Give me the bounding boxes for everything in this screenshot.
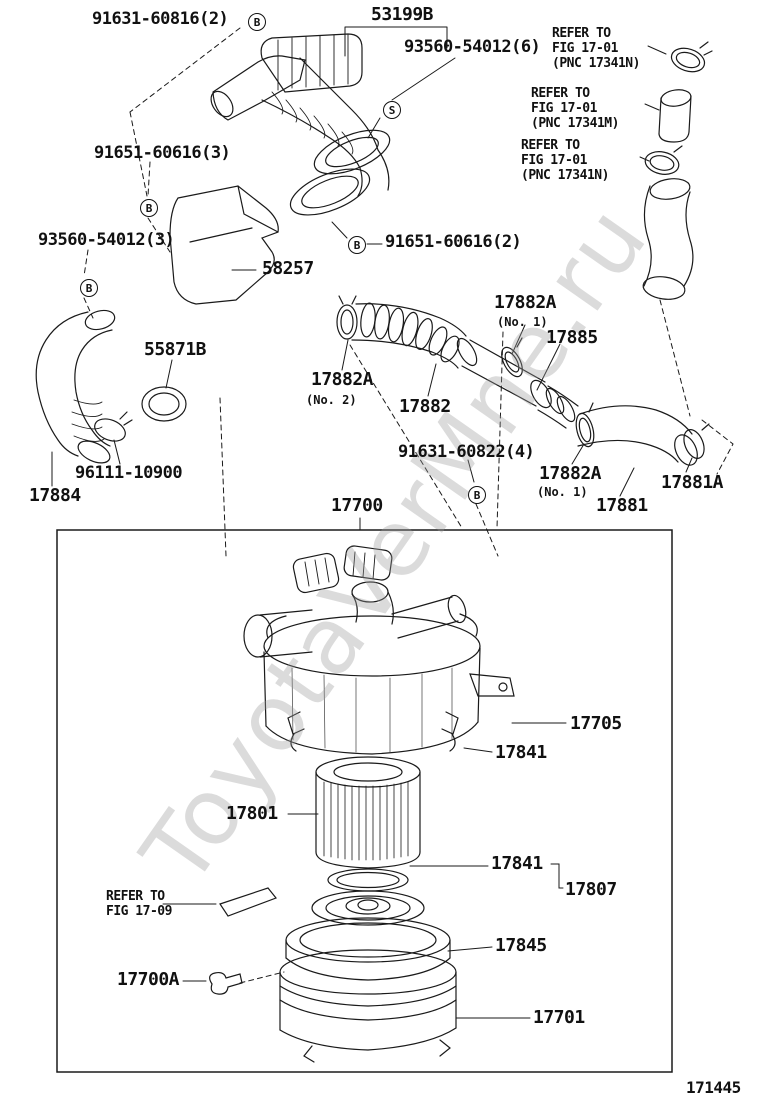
part-label-91631-60822-4: 91631-60822(4)	[398, 442, 535, 462]
part-label-17700: 17700	[331, 495, 383, 516]
part-art-case-17845	[285, 917, 451, 981]
part-label-93560-54012-6: 93560-54012(6)	[404, 37, 541, 57]
part-label-17882a-no1-top-note: (No. 1)	[497, 315, 548, 329]
note-refer-fig17-01-c-line-1: REFER TO	[521, 138, 580, 153]
callout-bolt-b-2: B	[140, 199, 158, 217]
part-label-53199b: 53199B	[371, 4, 434, 25]
part-art-hose-pnc17341m	[658, 89, 692, 143]
part-label-17881a: 17881A	[661, 472, 724, 493]
part-label-93560-54012-3: 93560-54012(3)	[38, 230, 175, 250]
part-art-clamp-17881a	[683, 423, 710, 459]
part-art-clip-17841-left	[287, 711, 305, 752]
callout-bolt-b-5: B	[468, 486, 486, 504]
part-art-air-duct-58257	[169, 185, 279, 305]
part-label-17882a-no2-note: (No. 2)	[306, 393, 357, 407]
part-art-filter-element-17801	[315, 756, 421, 869]
part-label-91631-60816: 91631-60816(2)	[92, 9, 229, 29]
note-refer-fig17-09-line-1: REFER TO	[106, 889, 165, 904]
part-art-hose-17882	[351, 302, 467, 369]
part-label-58257: 58257	[262, 258, 314, 279]
note-refer-fig17-01-c-line-3: (PNC 17341N)	[521, 168, 609, 183]
note-refer-fig17-01-a-line-2: FIG 17-01	[552, 41, 618, 56]
part-label-17882a-no2: 17882A	[311, 369, 374, 390]
part-label-17882a-no1-right: 17882A	[539, 463, 602, 484]
part-art-clamp-pnc17341n-top	[670, 41, 713, 73]
part-art-clip-17841-right	[441, 711, 459, 752]
part-label-17845: 17845	[495, 935, 547, 956]
part-art-clip-17700a	[209, 971, 243, 995]
part-art-intake-hose-53199b	[210, 33, 391, 216]
callout-bolt-b-1: B	[248, 13, 266, 31]
part-label-17884: 17884	[29, 485, 81, 506]
part-label-17841-lower: 17841	[491, 853, 543, 874]
part-art-clamp-17882a-no1-top	[501, 337, 523, 378]
part-label-17885: 17885	[546, 327, 598, 348]
part-label-17881: 17881	[596, 495, 648, 516]
part-art-hose-17882-small-bellows	[537, 385, 579, 429]
part-label-17701: 17701	[533, 1007, 585, 1028]
note-refer-fig17-01-b-line-2: FIG 17-01	[531, 101, 597, 116]
part-label-17841-upper: 17841	[495, 742, 547, 763]
part-label-17700a: 17700A	[117, 969, 180, 990]
note-refer-fig17-01-a-line-1: REFER TO	[552, 26, 611, 41]
callout-screw-s-1: S	[383, 101, 401, 119]
part-art-pipe-17885	[456, 337, 552, 409]
part-art-clamp-55871b	[141, 386, 187, 422]
part-label-96111-10900: 96111-10900	[75, 463, 183, 483]
callout-bolt-b-4: B	[80, 279, 98, 297]
part-art-clamp-17882a-no2	[336, 295, 358, 340]
leader-lines	[51, 26, 693, 1019]
note-refer-fig17-09-line-2: FIG 17-09	[106, 904, 172, 919]
figure-code: 171445	[686, 1078, 741, 1097]
part-art-refer-17-09-part	[219, 887, 277, 917]
part-art-housing-17705	[263, 647, 515, 755]
note-refer-fig17-01-b-line-3: (PNC 17341M)	[531, 116, 619, 131]
part-label-17801: 17801	[226, 803, 278, 824]
part-label-17882a-no1-top: 17882A	[494, 292, 557, 313]
part-label-17705: 17705	[570, 713, 622, 734]
part-art-plate-17807	[311, 890, 425, 926]
note-refer-fig17-01-b-line-1: REFER TO	[531, 86, 590, 101]
part-art-cap-assembly	[243, 545, 481, 677]
part-label-17807: 17807	[565, 879, 617, 900]
part-label-17882: 17882	[399, 396, 451, 417]
part-art-elbow-17881	[577, 405, 698, 466]
part-label-91651-60616-3: 91651-60616(3)	[94, 143, 231, 163]
note-refer-fig17-01-c-line-2: FIG 17-01	[521, 153, 587, 168]
assembly-dashed-lines	[83, 27, 734, 984]
part-art-right-elbow-hose	[642, 178, 694, 300]
part-art-hose-17884	[35, 309, 116, 464]
part-label-55871b: 55871B	[144, 339, 207, 360]
part-art-clamp-96111-10900	[94, 411, 133, 442]
part-label-91651-60616-2: 91651-60616(2)	[385, 232, 522, 252]
callout-bolt-b-3: B	[348, 236, 366, 254]
part-art-case-17701	[279, 949, 457, 1063]
note-refer-fig17-01-a-line-3: (PNC 17341N)	[552, 56, 640, 71]
part-label-17882a-no1-right-note: (No. 1)	[537, 485, 588, 499]
assembly-boundary-box	[56, 529, 673, 1073]
